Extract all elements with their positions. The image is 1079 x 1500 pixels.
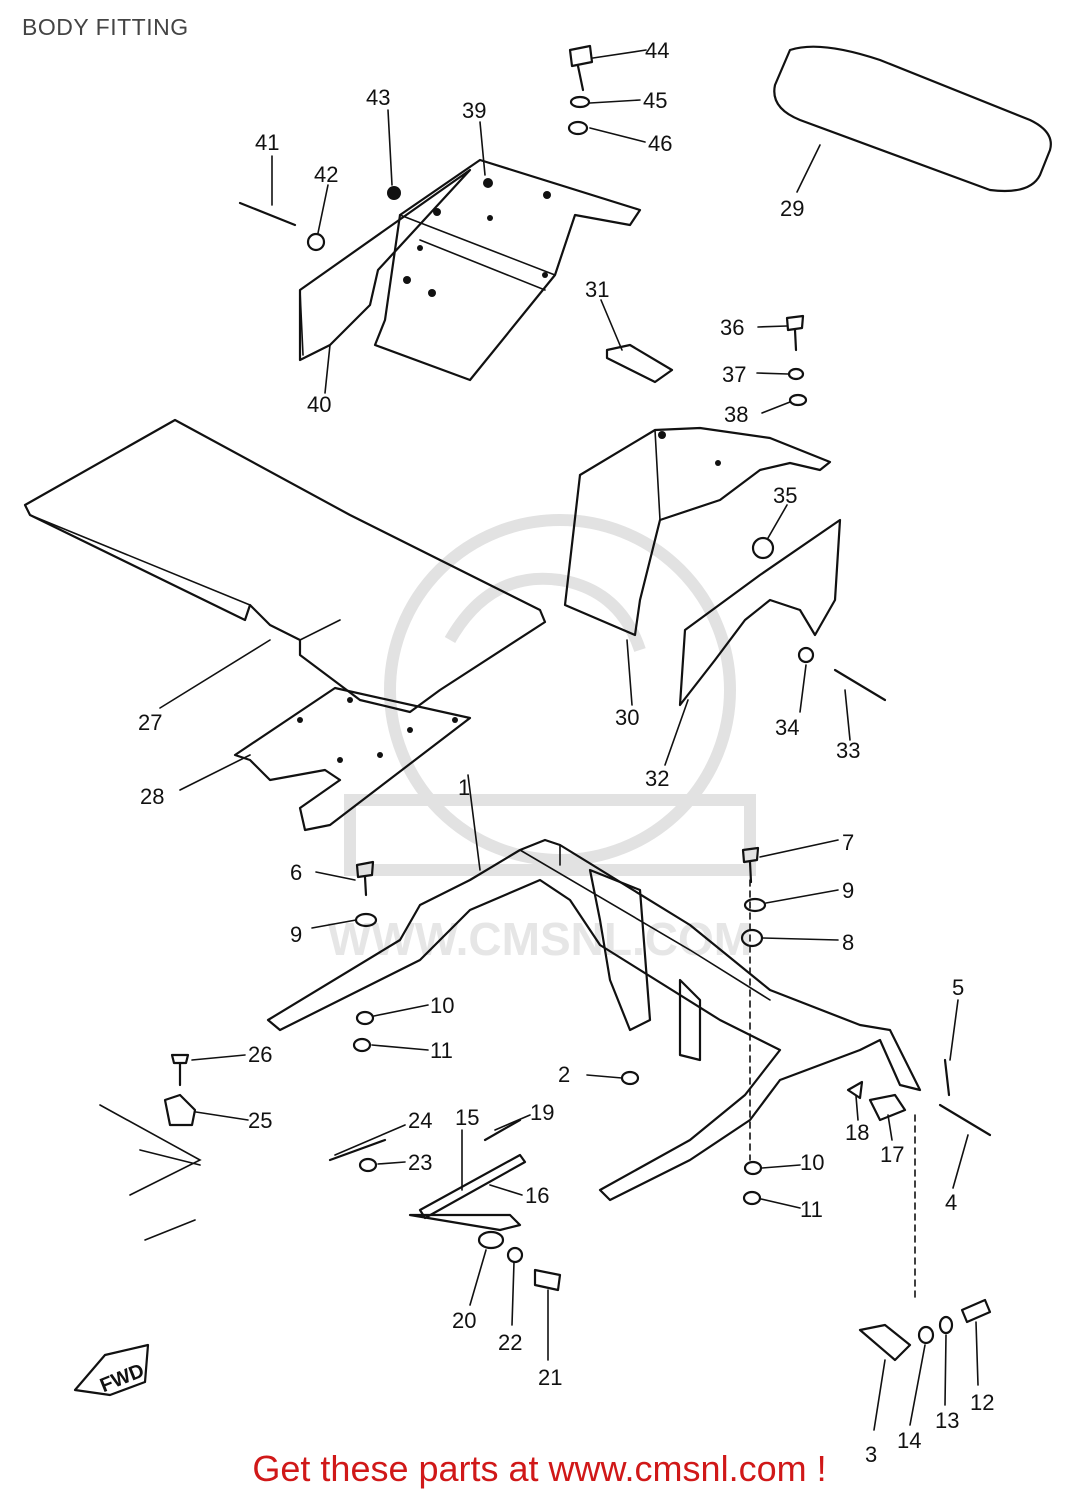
callout-41: 41 [255,130,279,155]
callout-23: 23 [408,1150,432,1175]
callout-38: 38 [724,402,748,427]
callout-17: 17 [880,1142,904,1167]
callout-37: 37 [722,362,746,387]
callout-18: 18 [845,1120,869,1145]
callout-labels-lower: 12 12 12 12 3 14 14 [865,1442,877,1467]
hardware-parts [99,44,992,1362]
callout-1: 1 [458,775,470,800]
callout-labels: 44 45 46 29 43 39 41 42 31 40 36 37 38 3… [138,38,964,1390]
rear-fender-part [563,426,832,637]
callout-42: 42 [314,162,338,187]
footer-link[interactable]: Get these parts at www.cmsnl.com ! [252,1448,827,1489]
callout-24: 24 [408,1108,432,1133]
small-bracket-part [605,343,674,384]
callout-16: 16 [525,1183,549,1208]
callout-9a: 9 [290,922,302,947]
floor-plate-part [233,686,472,832]
callout-29: 29 [780,196,804,221]
callout-11a: 11 [430,1038,453,1063]
diagram-title: BODY FITTING [22,14,189,40]
callout-30: 30 [615,705,639,730]
callout-32: 32 [645,766,669,791]
callout-11b: 11 [800,1197,823,1222]
callout-31: 31 [585,277,609,302]
callout-7: 7 [842,830,854,855]
watermark-text: WWW.CMSNL.COM [328,913,752,965]
callout-3: 3 [865,1442,877,1467]
callout-26: 26 [248,1042,272,1067]
floor-board-part [23,418,547,714]
forward-direction-badge: FWD [73,1343,150,1397]
callout-40: 40 [307,392,331,417]
seat-pad-part [773,45,1052,193]
callout-15: 15 [455,1105,479,1130]
side-panel-part [298,168,472,362]
fender-side-panel-part [678,518,842,707]
callout-43: 43 [366,85,390,110]
callout-25: 25 [248,1108,272,1133]
seat-plate-part [373,158,642,382]
callout-8: 8 [842,930,854,955]
callout-21: 21 [538,1365,562,1390]
callout-22: 22 [498,1330,522,1355]
callout-35: 35 [773,483,797,508]
callout-2: 2 [558,1062,570,1087]
main-frame-part [266,774,922,1202]
leader-lines [159,49,979,1431]
callout-5: 5 [952,975,964,1000]
watermark-logo: WWW.CMSNL.COM [328,514,756,965]
callout-36: 36 [720,315,744,340]
callout-19: 19 [530,1100,554,1125]
callout-27: 27 [138,710,162,735]
callout-10b: 10 [800,1150,824,1175]
callout-33: 33 [836,738,860,763]
callout-45: 45 [643,88,667,113]
callout-6: 6 [290,860,302,885]
callout-44: 44 [645,38,669,63]
callout-46: 46 [648,131,672,156]
callout-9b: 9 [842,878,854,903]
callout-39: 39 [462,98,486,123]
callout-4: 4 [945,1190,957,1215]
callout-28: 28 [140,784,164,809]
callout-10a: 10 [430,993,454,1018]
callout-34: 34 [775,715,799,740]
callout-20: 20 [452,1308,476,1333]
